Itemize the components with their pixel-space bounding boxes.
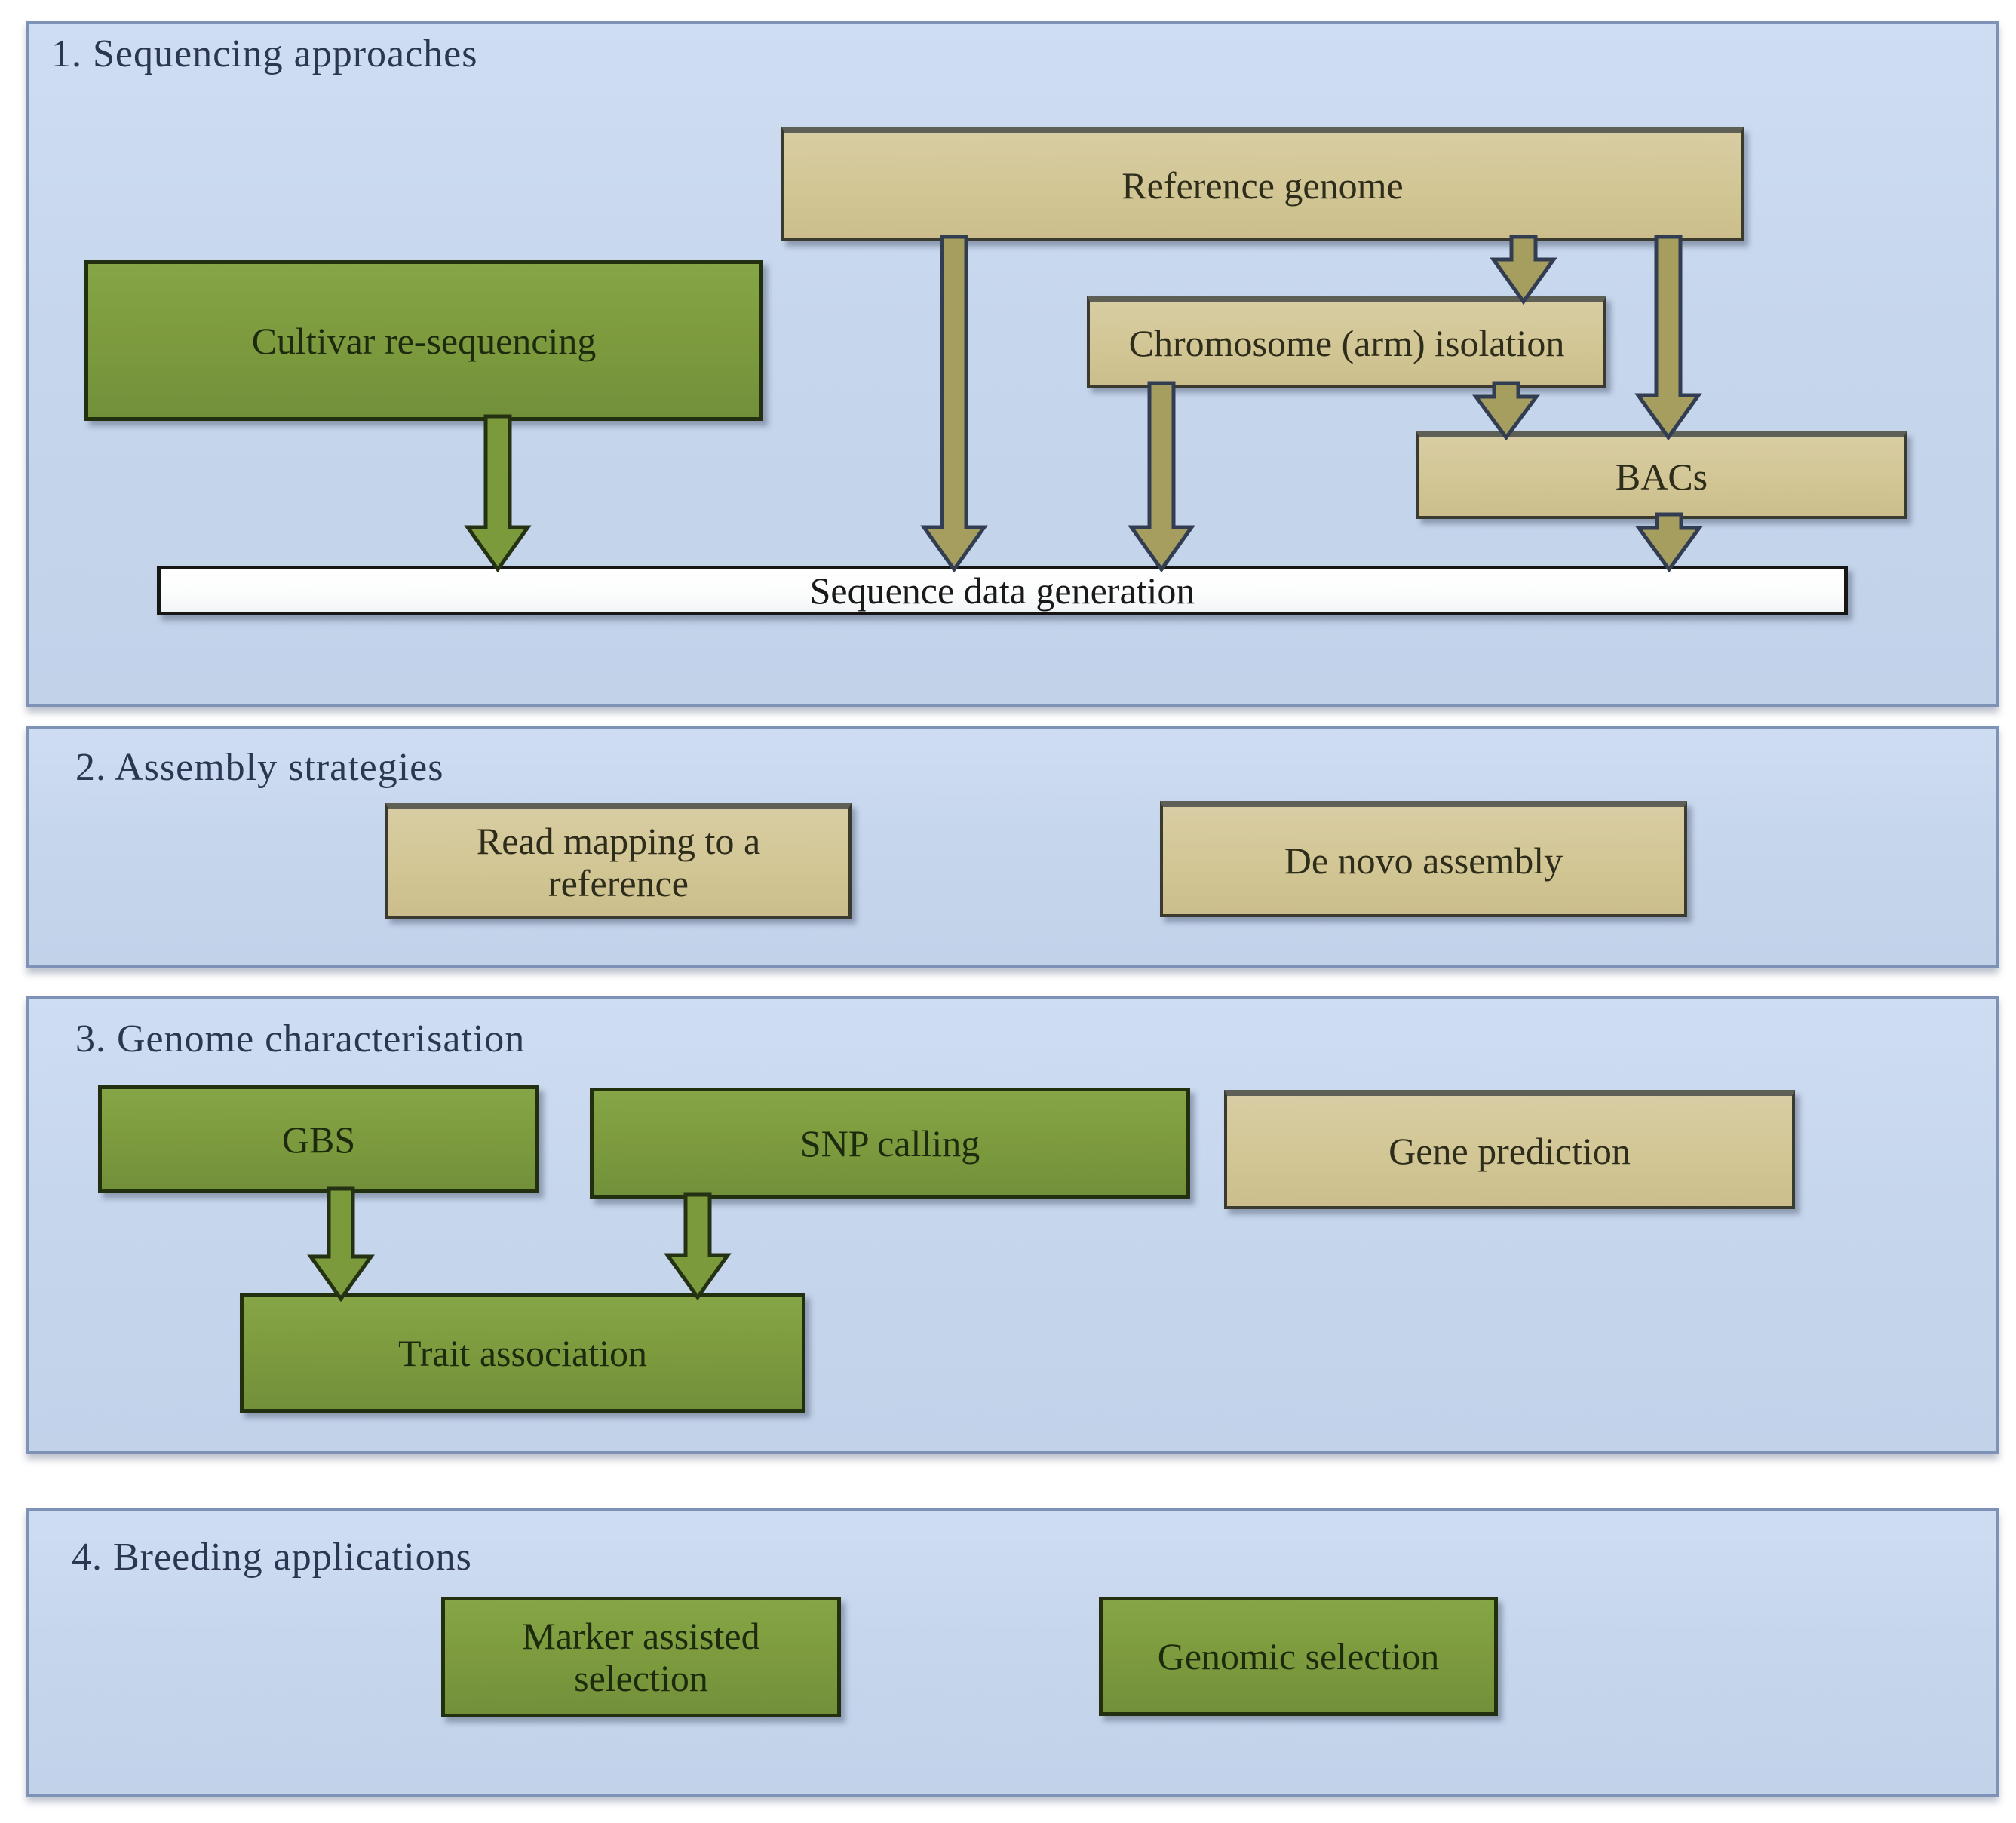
panel-breeding-applications [26,1508,1999,1797]
box-gbs: GBS [98,1085,539,1193]
box-cultivar-re-sequencing: Cultivar re-sequencing [84,260,763,421]
box-chromosome-arm-isolation: Chromosome (arm) isolation [1087,296,1606,388]
box-read-mapping-to-a-reference: Read mapping to a reference [385,803,852,919]
panel-title-genome-characterisation: 3. Genome characterisation [75,1017,526,1060]
panel-title-sequencing-approaches: 1. Sequencing approaches [51,32,478,75]
panel-title-breeding-applications: 4. Breeding applications [72,1536,472,1579]
box-snp-calling: SNP calling [590,1088,1190,1199]
box-marker-assisted-selection: Marker assisted selection [441,1597,841,1717]
box-trait-association: Trait association [240,1293,805,1413]
box-gene-prediction: Gene prediction [1224,1090,1795,1209]
panel-title-assembly-strategies: 2. Assembly strategies [75,746,444,789]
box-bacs: BACs [1416,431,1907,519]
box-reference-genome: Reference genome [781,127,1744,241]
box-sequence-data-generation: Sequence data generation [157,566,1848,615]
box-de-novo-assembly: De novo assembly [1160,801,1687,917]
box-genomic-selection: Genomic selection [1099,1597,1498,1716]
